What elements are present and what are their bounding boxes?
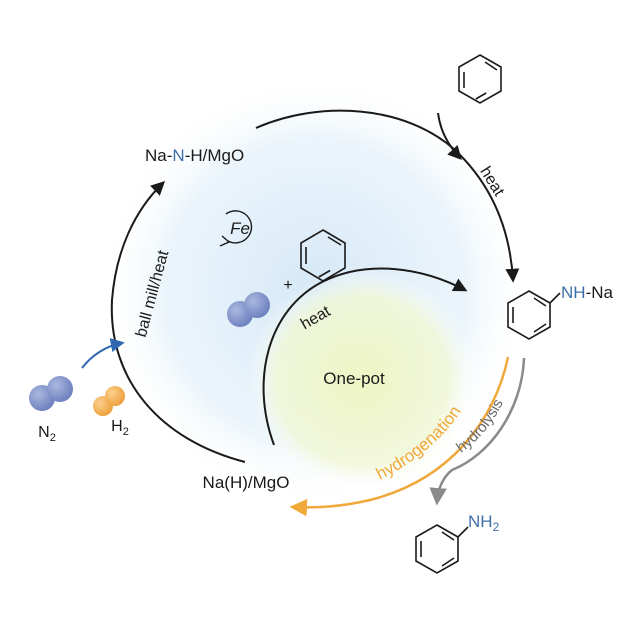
- fe-label: Fe: [230, 219, 250, 238]
- sodium-anilide-icon: [507, 290, 561, 340]
- n2-molecule-inner-icon: [227, 292, 270, 327]
- na-n-h-mgo-label: Na-N-H/MgO: [145, 146, 244, 165]
- hydrolysis-arrow: [429, 357, 526, 506]
- nh-na-label: NH-Na: [561, 283, 614, 302]
- h2-molecule-icon: [93, 386, 125, 416]
- benzene-inner-icon: [300, 229, 346, 282]
- hydrogenation-arrow: [289, 356, 510, 517]
- n2-entry-arrow: [81, 338, 125, 369]
- inner-heat-arc: [262, 267, 468, 446]
- benzene-entry-arrow: [437, 112, 462, 161]
- aniline-icon: [415, 524, 469, 574]
- one-pot-glow: [247, 268, 477, 492]
- h2-label: H2: [111, 418, 129, 438]
- na-h-mgo-label: Na(H)/MgO: [203, 473, 290, 492]
- nh2-label: NH2: [468, 512, 500, 534]
- n2-label: N2: [38, 424, 56, 444]
- arc-left-ball-mill: [110, 181, 246, 463]
- plus-sign: +: [283, 277, 292, 294]
- fe-catalyst-cycle-icon: Fe: [219, 210, 253, 247]
- one-pot-label: One-pot: [323, 369, 385, 388]
- benzene-icon: [458, 54, 502, 104]
- n2-molecule-icon: [29, 376, 73, 411]
